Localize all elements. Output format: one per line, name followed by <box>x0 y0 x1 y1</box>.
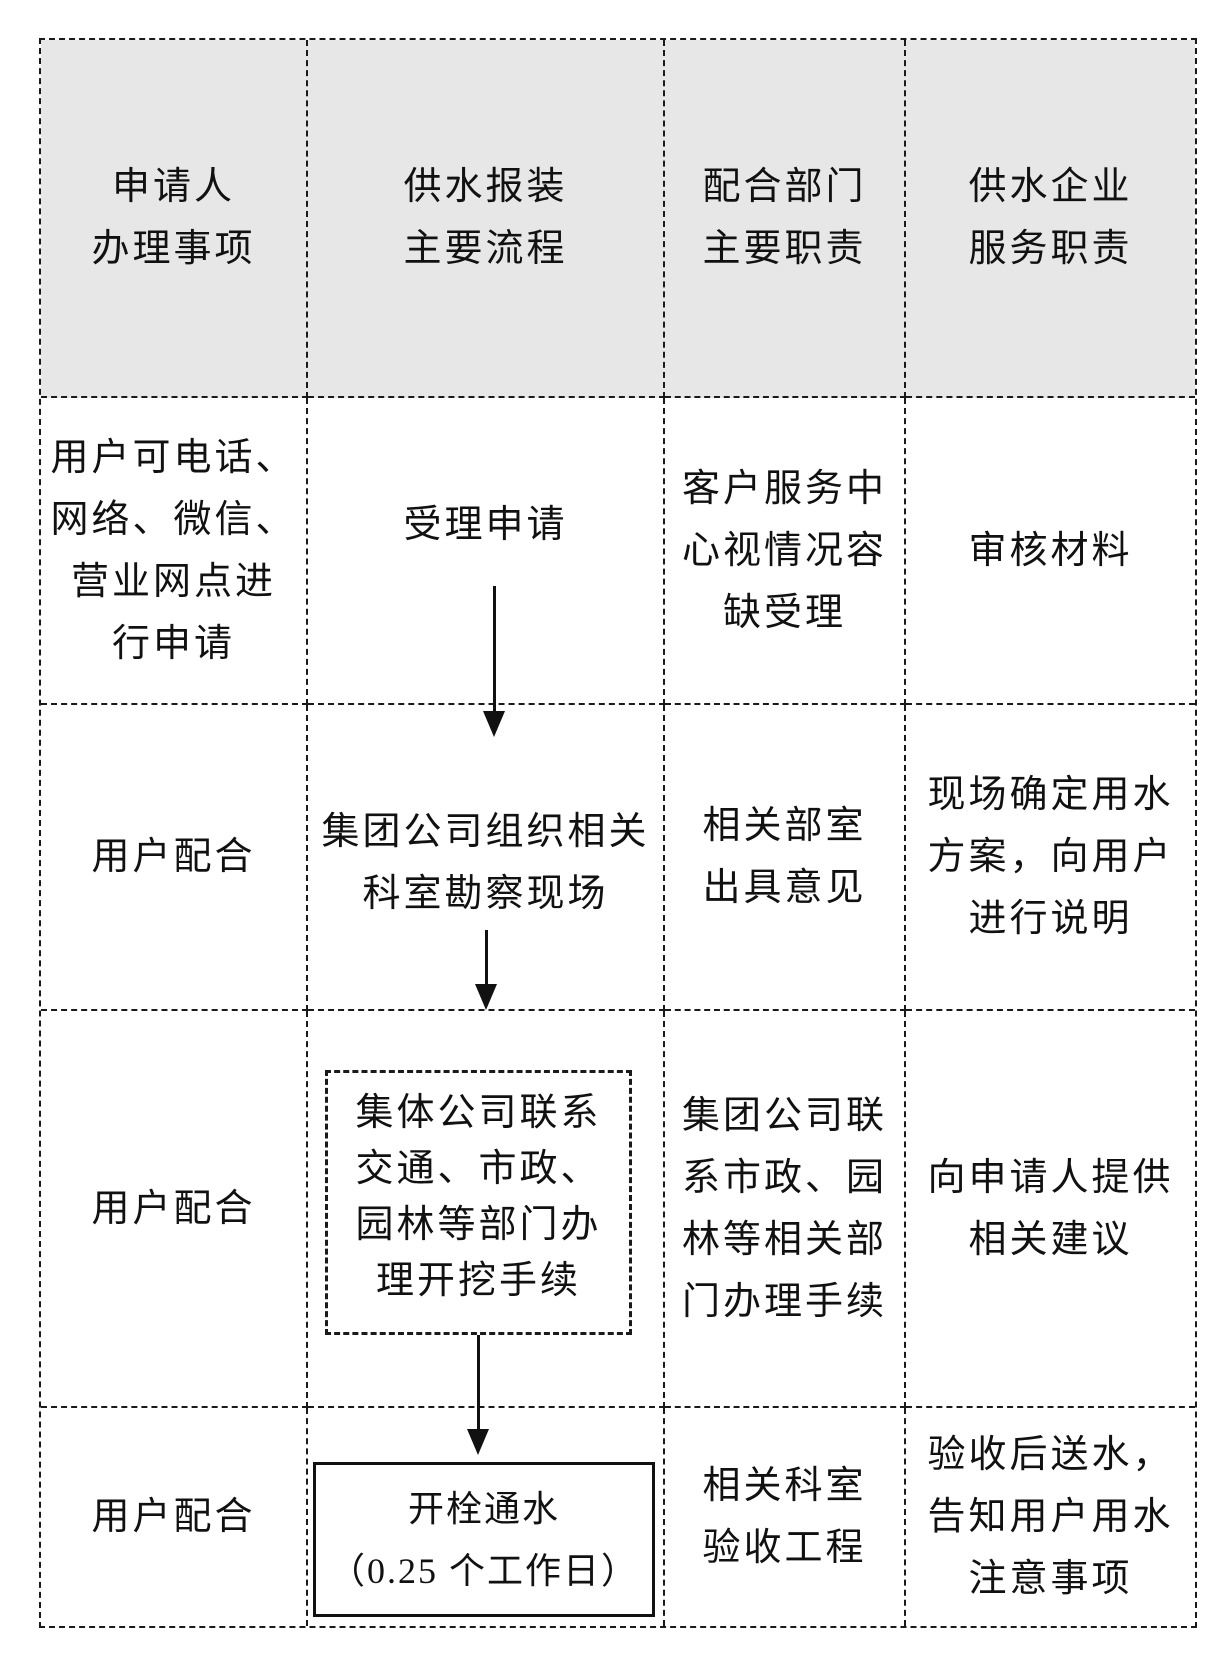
cell-r3-cooperating-duties: 集团公司联 系市政、园 林等相关部 门办理手续 <box>665 1011 906 1408</box>
cell-r3-main-process <box>308 1011 665 1408</box>
arrow-shaft <box>477 1335 480 1431</box>
flow-step-excavation-formalities-box: 集体公司联系 交通、市政、 园林等部门办 理开挖手续 <box>325 1070 632 1335</box>
cell-text: 验收后送水， 告知用户用水 注意事项 <box>927 1434 1174 1600</box>
flow-step-turn-on-water-box: 开栓通水 （0.25 个工作日） <box>313 1462 655 1617</box>
header-text: 配合部门 主要职责 <box>702 166 867 270</box>
cell-r4-enterprise-duties: 验收后送水， 告知用户用水 注意事项 <box>906 1408 1195 1626</box>
cell-text: 用户配合 <box>91 1187 256 1230</box>
header-applicant-matters: 申请人 办理事项 <box>41 40 308 398</box>
cell-r4-applicant-matters: 用户配合 <box>41 1408 308 1626</box>
cell-r2-enterprise-duties: 现场确定用水 方案，向用户 进行说明 <box>906 705 1195 1011</box>
header-enterprise-service-duties: 供水企业 服务职责 <box>906 40 1195 398</box>
header-text: 供水企业 服务职责 <box>968 166 1133 270</box>
cell-r3-applicant-matters: 用户配合 <box>41 1011 308 1408</box>
cell-r4-cooperating-duties: 相关科室 验收工程 <box>665 1408 906 1626</box>
cell-text: 向申请人提供 相关建议 <box>927 1156 1174 1261</box>
flow-step-text: 开栓通水 （0.25 个工作日） <box>328 1488 639 1591</box>
arrow-down-icon <box>467 1429 489 1455</box>
cell-r2-cooperating-duties: 相关部室 出具意见 <box>665 705 906 1011</box>
cell-text: 用户可电话、 网络、微信、 营业网点进 行申请 <box>50 436 297 665</box>
cell-text: 相关部室 出具意见 <box>702 805 867 909</box>
arrow-shaft <box>493 586 496 712</box>
flow-step-site-survey: 集团公司组织相关 科室勘察现场 <box>321 811 650 915</box>
arrow-shaft <box>485 930 488 986</box>
flow-step-text: 集体公司联系 交通、市政、 园林等部门办 理开挖手续 <box>355 1092 602 1302</box>
header-cooperating-dept-duties: 配合部门 主要职责 <box>665 40 906 398</box>
header-text: 申请人 办理事项 <box>91 166 256 270</box>
cell-text: 用户配合 <box>91 836 256 878</box>
cell-r1-cooperating-duties: 客户服务中 心视情况容 缺受理 <box>665 398 906 705</box>
cell-r2-main-process: 集团公司组织相关 科室勘察现场 <box>308 705 665 1011</box>
arrow-down-icon <box>483 711 505 737</box>
header-text: 供水报装 主要流程 <box>403 166 568 270</box>
cell-r1-main-process: 受理申请 <box>308 398 665 705</box>
cell-text: 现场确定用水 方案，向用户 进行说明 <box>927 774 1174 940</box>
cell-r4-main-process <box>308 1408 665 1626</box>
cell-text: 客户服务中 心视情况容 缺受理 <box>681 467 887 634</box>
cell-r3-enterprise-duties: 向申请人提供 相关建议 <box>906 1011 1195 1408</box>
cell-text: 用户配合 <box>91 1496 256 1538</box>
cell-text: 相关科室 验收工程 <box>702 1465 867 1569</box>
cell-r1-enterprise-duties: 审核材料 <box>906 398 1195 705</box>
cell-text: 集团公司联 系市政、园 林等相关部 门办理手续 <box>681 1094 887 1323</box>
flow-step-accept-application: 受理申请 <box>403 504 568 546</box>
arrow-down-icon <box>475 984 497 1010</box>
cell-text: 审核材料 <box>968 529 1133 572</box>
header-main-process: 供水报装 主要流程 <box>308 40 665 398</box>
process-table: 申请人 办理事项 供水报装 主要流程 配合部门 主要职责 供水企业 服务职责 用… <box>39 38 1197 1628</box>
cell-r1-applicant-matters: 用户可电话、 网络、微信、 营业网点进 行申请 <box>41 398 308 705</box>
cell-r2-applicant-matters: 用户配合 <box>41 705 308 1011</box>
